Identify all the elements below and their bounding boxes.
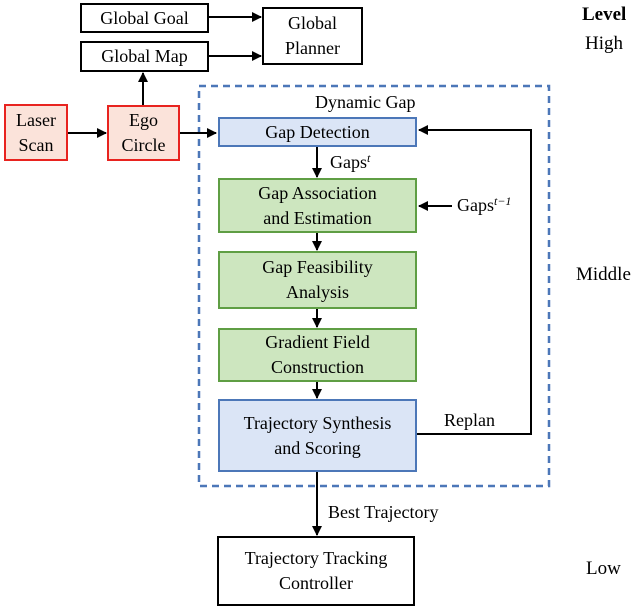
trajectory-tracking-line-1: Trajectory Tracking	[244, 548, 388, 568]
level-low: Low	[586, 558, 621, 579]
gradient-field-line-2: Construction	[271, 357, 364, 377]
trajectory-synthesis-node: Trajectory Synthesis and Scoring	[218, 399, 417, 472]
gaps-t-label: Gapst	[330, 151, 370, 173]
gaps-t-superscript: t	[367, 151, 371, 165]
best-trajectory-label: Best Trajectory	[328, 502, 439, 522]
trajectory-tracking-node: Trajectory Tracking Controller	[217, 536, 415, 606]
global-planner-line-2: Planner	[285, 38, 340, 58]
trajectory-synthesis-line-2: and Scoring	[274, 437, 361, 458]
ego-circle-node: Ego Circle	[107, 105, 180, 161]
gaps-t-minus-1-base: Gaps	[457, 195, 494, 215]
edge-replan-loop	[417, 125, 532, 435]
level-high: High	[585, 33, 623, 54]
dynamic-gap-group-label: Dynamic Gap	[315, 92, 416, 112]
gap-association-line-1: Gap Association	[258, 182, 377, 203]
gradient-field-line-1: Gradient Field	[265, 332, 370, 352]
gradient-field-node: Gradient Field Construction	[218, 328, 417, 382]
laser-scan-line-2: Scan	[18, 134, 54, 155]
global-map-node: Global Map	[80, 41, 209, 72]
trajectory-tracking-line-2: Controller	[279, 573, 353, 593]
global-planner-line-1: Global	[288, 13, 337, 33]
dynamic-gap-group-border	[197, 84, 551, 488]
gap-detection-node: Gap Detection	[218, 117, 417, 147]
trajectory-synthesis-line-1: Trajectory Synthesis	[243, 412, 392, 433]
gaps-t-minus-1-label: Gapst−1	[457, 194, 511, 216]
gaps-t-minus-1-superscript: t−1	[494, 194, 512, 208]
gap-detection-line-1: Gap Detection	[265, 121, 370, 142]
global-goal-line-1: Global Goal	[100, 7, 189, 28]
gap-feasibility-line-2: Analysis	[286, 282, 349, 302]
gap-feasibility-node: Gap Feasibility Analysis	[218, 251, 417, 309]
gap-association-line-2: and Estimation	[263, 207, 372, 228]
gap-association-node: Gap Association and Estimation	[218, 178, 417, 233]
laser-scan-line-1: Laser	[16, 109, 56, 130]
gaps-t-base: Gaps	[330, 152, 367, 172]
global-goal-node: Global Goal	[80, 3, 209, 33]
laser-scan-node: Laser Scan	[4, 104, 68, 161]
global-map-line-1: Global Map	[101, 46, 188, 66]
ego-circle-line-1: Ego	[129, 110, 158, 130]
global-planner-node: Global Planner	[262, 7, 363, 65]
gap-feasibility-line-1: Gap Feasibility	[262, 257, 373, 277]
replan-label: Replan	[444, 410, 495, 430]
level-title: Level	[582, 4, 627, 25]
ego-circle-line-2: Circle	[121, 135, 166, 155]
level-middle: Middle	[576, 264, 631, 285]
